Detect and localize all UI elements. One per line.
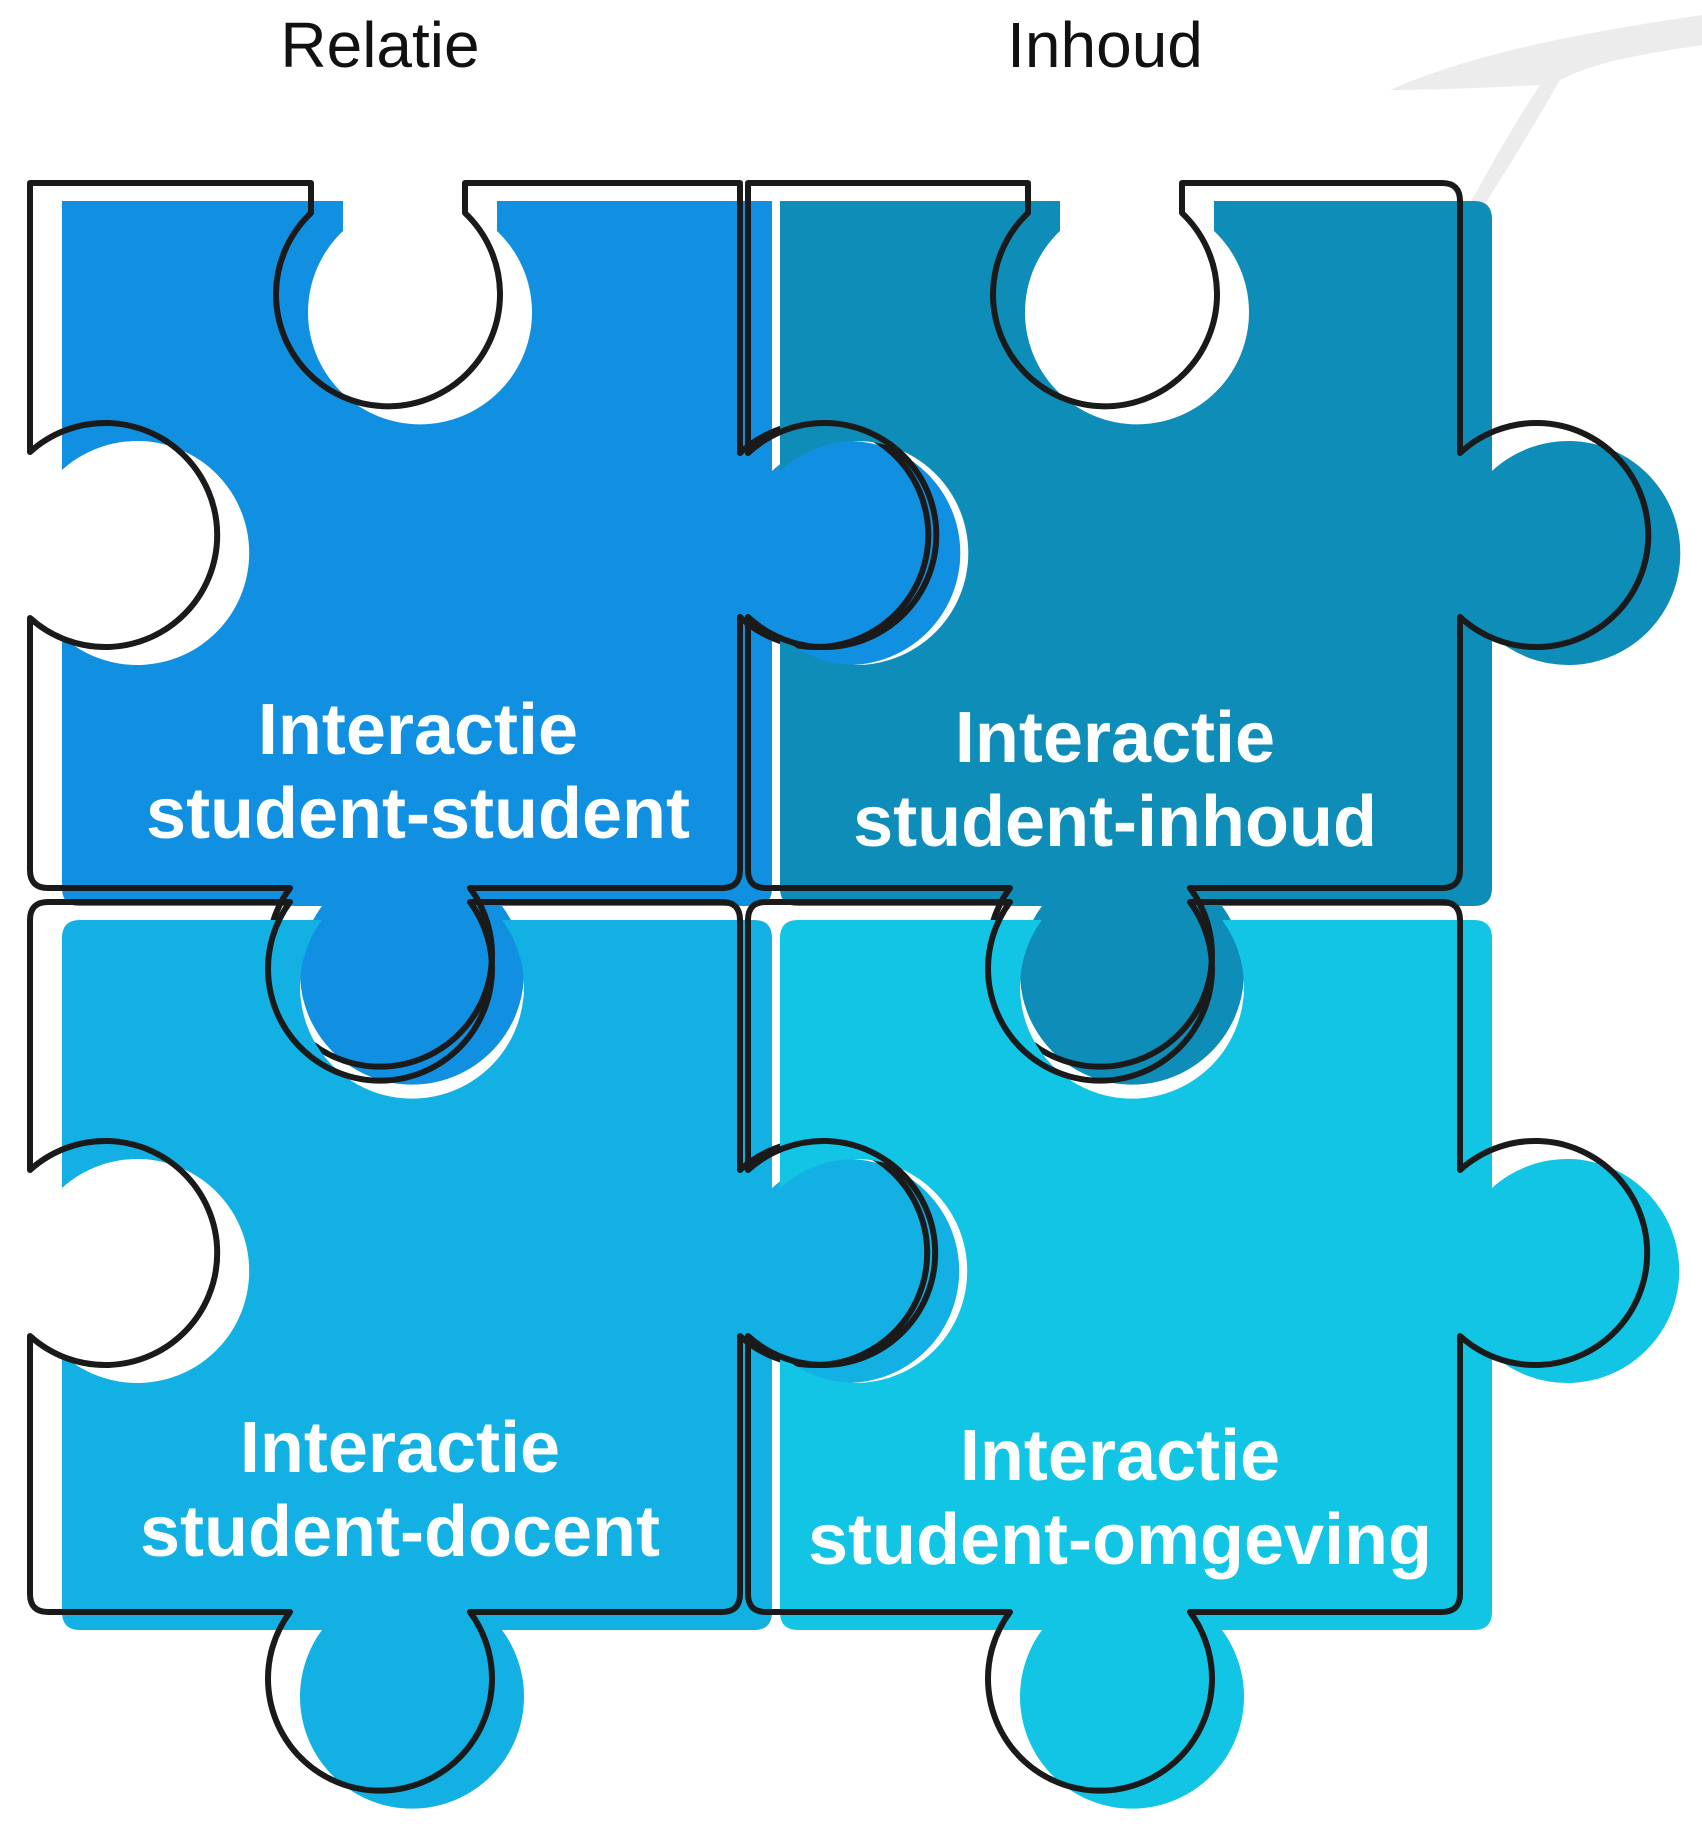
label-line-2: student-inhoud [853,782,1377,862]
column-title-inhoud: Inhoud [1007,9,1203,81]
label-line-1: Interactie [954,698,1276,778]
label-line-2: student-omgeving [808,1500,1432,1580]
label-student-docent: Interactie student-docent [80,1406,720,1574]
label-student-omgeving: Interactie student-omgeving [800,1414,1440,1582]
puzzle-piece-top-left [27,180,961,1085]
label-student-student: Interactie student-student [98,688,738,856]
label-line-1: Interactie [959,1416,1281,1496]
puzzle-piece-bottom-right [745,899,1680,1809]
puzzle-piece-top-right [745,180,1681,1085]
label-line-2: student-student [146,774,690,854]
label-line-2: student-docent [140,1492,660,1572]
label-line-1: Interactie [239,1408,561,1488]
column-title-relatie: Relatie [280,9,480,81]
label-line-1: Interactie [257,690,579,770]
label-student-inhoud: Interactie student-inhoud [795,696,1435,864]
puzzle-piece-bottom-left [27,899,960,1809]
